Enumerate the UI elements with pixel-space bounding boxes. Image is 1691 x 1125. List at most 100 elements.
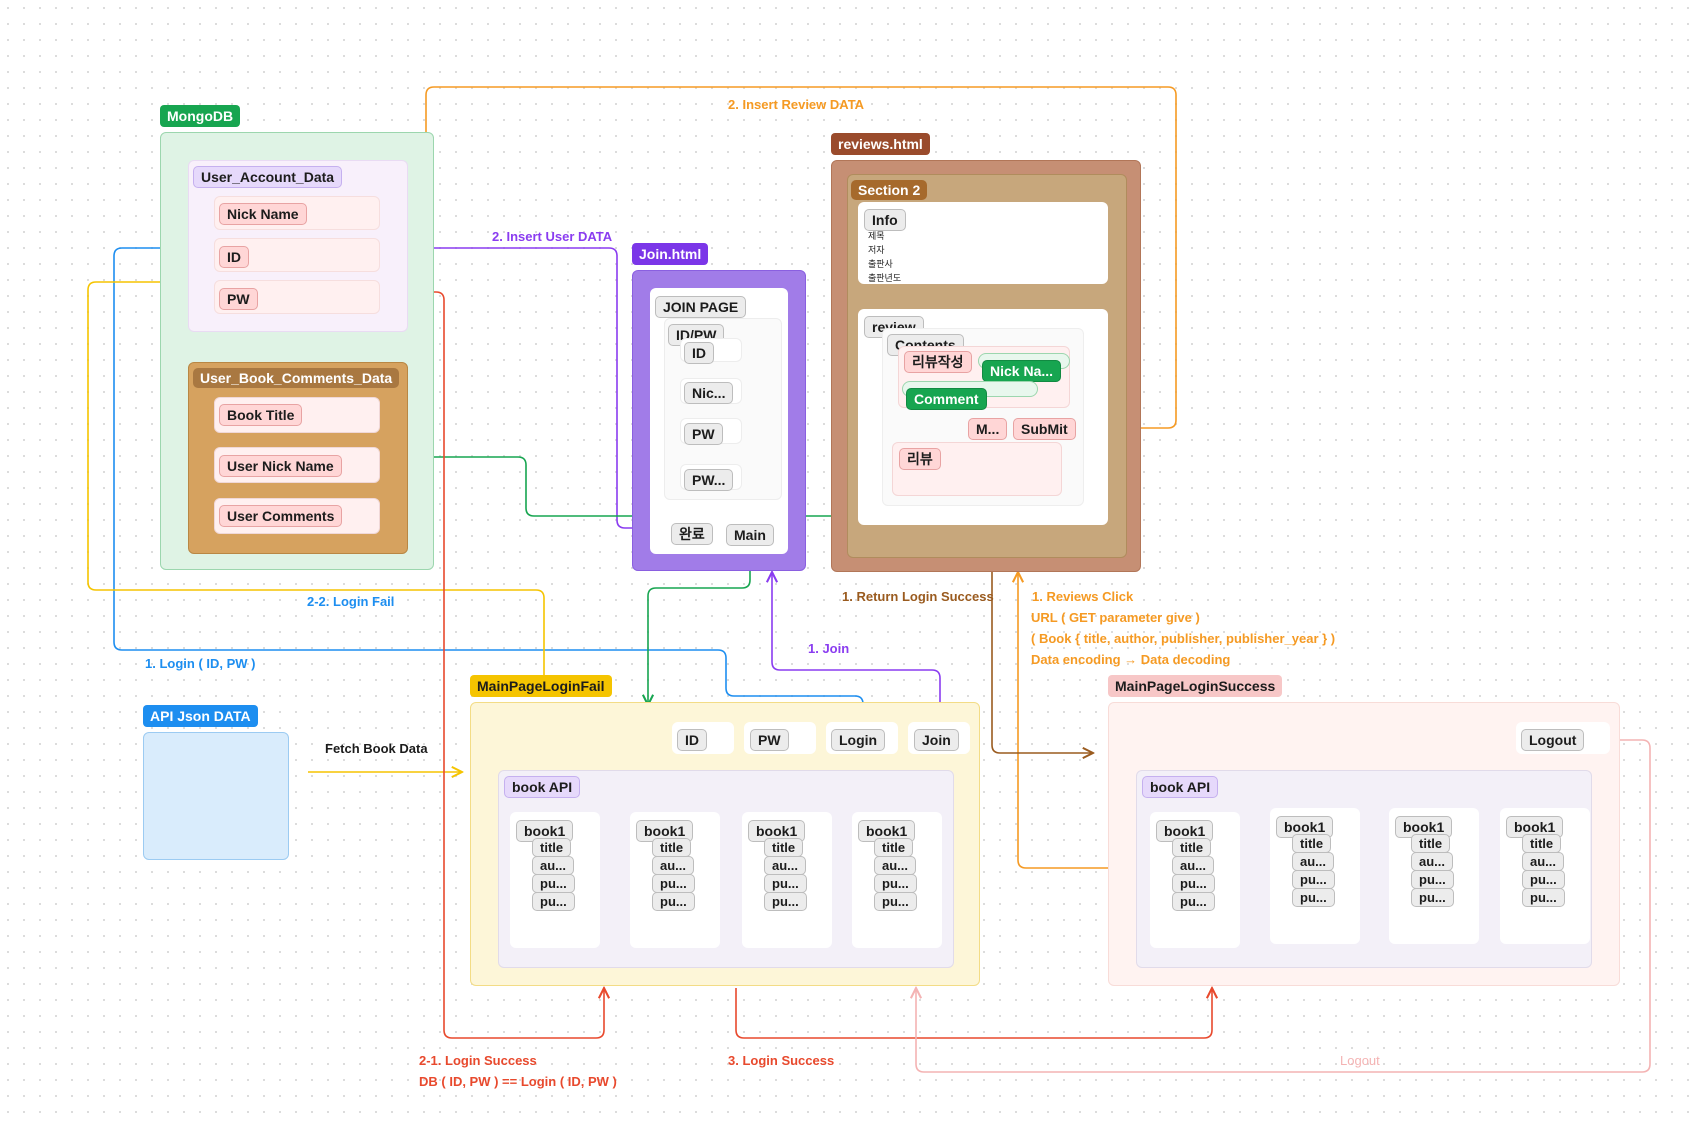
success-book-name: book1 xyxy=(1506,816,1564,838)
fail-book-author-field: au... xyxy=(764,856,807,875)
fail-book-publisher-year-field: pu... xyxy=(764,892,807,911)
logout-button[interactable]: Logout xyxy=(1521,729,1585,751)
info-line-author: 저자 xyxy=(868,245,885,255)
success-book-publisher-field: pu... xyxy=(1411,870,1454,889)
fail-id-input[interactable]: ID xyxy=(677,729,707,751)
success-book-title-field: title xyxy=(1411,834,1451,853)
section2-label: Section 2 xyxy=(851,180,928,200)
success-page-label: MainPageLoginSuccess xyxy=(1108,675,1283,697)
success-book-publisher-field: pu... xyxy=(1292,870,1335,889)
join-page-title: JOIN PAGE xyxy=(655,296,747,318)
review-comment-input[interactable]: Comment xyxy=(906,388,987,410)
arrow-join xyxy=(772,572,941,715)
success-book-title-field: title xyxy=(1522,834,1562,853)
fail-book-author-field: au... xyxy=(532,856,575,875)
success-book-title-field: title xyxy=(1292,834,1332,853)
fail-book-name: book1 xyxy=(858,820,916,842)
fail-book-publisher-year-field: pu... xyxy=(652,892,695,911)
success-book-publisher-field: pu... xyxy=(1172,874,1215,893)
fail-book-publisher-year-field: pu... xyxy=(532,892,575,911)
success-book-api-label: book API xyxy=(1142,776,1219,798)
user-account-data-label: User_Account_Data xyxy=(193,166,343,188)
write-review-label: 리뷰작성 xyxy=(904,351,972,373)
fail-book-name: book1 xyxy=(516,820,574,842)
note-reviews-click: 1. Reviews Click xyxy=(1032,589,1134,604)
note-insert-user: 2. Insert User DATA xyxy=(492,229,613,244)
note-encoding: Data encoding → Data decoding xyxy=(1031,652,1231,667)
note-login-success-3: 3. Login Success xyxy=(728,1053,835,1068)
note-logout: Logout xyxy=(1340,1053,1380,1068)
arrow-login-success-21 xyxy=(416,291,604,1039)
review-submit-button[interactable]: SubMit xyxy=(1013,418,1076,440)
fail-book-publisher-field: pu... xyxy=(652,874,695,893)
success-book-publisher-year-field: pu... xyxy=(1172,892,1215,911)
info-line-publisher: 출판사 xyxy=(868,259,893,269)
success-book-name: book1 xyxy=(1156,820,1214,842)
fail-book-name: book1 xyxy=(636,820,694,842)
fail-join-button[interactable]: Join xyxy=(914,729,959,751)
fail-book-publisher-field: pu... xyxy=(874,874,917,893)
success-book-publisher-year-field: pu... xyxy=(1522,888,1565,907)
arrow-logout xyxy=(916,739,1651,1073)
success-book-author-field: au... xyxy=(1522,852,1565,871)
review-m-button[interactable]: M... xyxy=(968,418,1008,440)
api-json-frame xyxy=(143,732,289,860)
join-id-input[interactable]: ID xyxy=(684,342,714,364)
note-db-compare: DB ( ID, PW ) == Login ( ID, PW ) xyxy=(419,1074,617,1089)
pw-field: PW xyxy=(219,288,258,310)
arrow-insert-user xyxy=(410,248,660,529)
note-return-login-success: 1. Return Login Success xyxy=(842,589,994,604)
fail-book-title-field: title xyxy=(874,838,914,857)
fail-book-api-label: book API xyxy=(504,776,581,798)
user-comments-field: User Comments xyxy=(219,505,343,527)
arrow-login-fail xyxy=(87,281,545,682)
note-url-get: URL ( GET parameter give ) xyxy=(1031,610,1200,625)
fail-book-author-field: au... xyxy=(874,856,917,875)
book-title-field: Book Title xyxy=(219,404,303,426)
arrow-return-login-success xyxy=(991,440,1093,753)
fail-login-button[interactable]: Login xyxy=(831,729,886,751)
mongodb-label: MongoDB xyxy=(160,105,241,127)
fail-book-title-field: title xyxy=(652,838,692,857)
arrow-main-to-fail xyxy=(648,548,751,705)
review-nickname-input[interactable]: Nick Na... xyxy=(982,360,1062,382)
join-html-label: Join.html xyxy=(632,243,709,265)
fail-book-title-field: title xyxy=(532,838,572,857)
note-join: 1. Join xyxy=(808,641,850,656)
success-book-publisher-year-field: pu... xyxy=(1292,888,1335,907)
success-book-author-field: au... xyxy=(1172,856,1215,875)
success-book-name: book1 xyxy=(1395,816,1453,838)
nickname-field: Nick Name xyxy=(219,203,307,225)
note-login-success-21: 2-1. Login Success xyxy=(419,1053,537,1068)
note-book-params: ( Book { title, author, publisher, publi… xyxy=(1031,631,1336,646)
user-book-comments-label: User_Book_Comments_Data xyxy=(193,368,400,388)
info-line-year: 출판년도 xyxy=(868,273,902,283)
fail-pw-input[interactable]: PW xyxy=(750,729,789,751)
join-main-button[interactable]: Main xyxy=(726,524,774,546)
user-nickname-field: User Nick Name xyxy=(219,455,342,477)
id-field: ID xyxy=(219,246,249,268)
fail-book-publisher-year-field: pu... xyxy=(874,892,917,911)
success-book-author-field: au... xyxy=(1292,852,1335,871)
join-pw-input[interactable]: PW xyxy=(684,423,723,445)
fail-page-label: MainPageLoginFail xyxy=(470,675,612,697)
success-book-title-field: title xyxy=(1172,838,1212,857)
join-nickname-input[interactable]: Nic... xyxy=(684,382,734,404)
fail-book-publisher-field: pu... xyxy=(764,874,807,893)
note-fetch-book: Fetch Book Data xyxy=(325,741,428,756)
info-label: Info xyxy=(864,209,906,231)
note-insert-review: 2. Insert Review DATA xyxy=(728,97,865,112)
join-submit-button[interactable]: 완료 xyxy=(671,523,713,545)
success-book-name: book1 xyxy=(1276,816,1334,838)
fail-book-publisher-field: pu... xyxy=(532,874,575,893)
fail-book-author-field: au... xyxy=(652,856,695,875)
fail-book-title-field: title xyxy=(764,838,804,857)
arrow-login-success-3 xyxy=(735,988,1212,1039)
arrow-reviews-click xyxy=(1018,572,1136,869)
note-login-id-pw: 1. Login ( ID, PW ) xyxy=(145,656,256,671)
review-list-label: 리뷰 xyxy=(899,448,941,470)
success-book-author-field: au... xyxy=(1411,852,1454,871)
join-pw-confirm-input[interactable]: PW... xyxy=(684,469,734,491)
reviews-html-label: reviews.html xyxy=(831,133,930,155)
